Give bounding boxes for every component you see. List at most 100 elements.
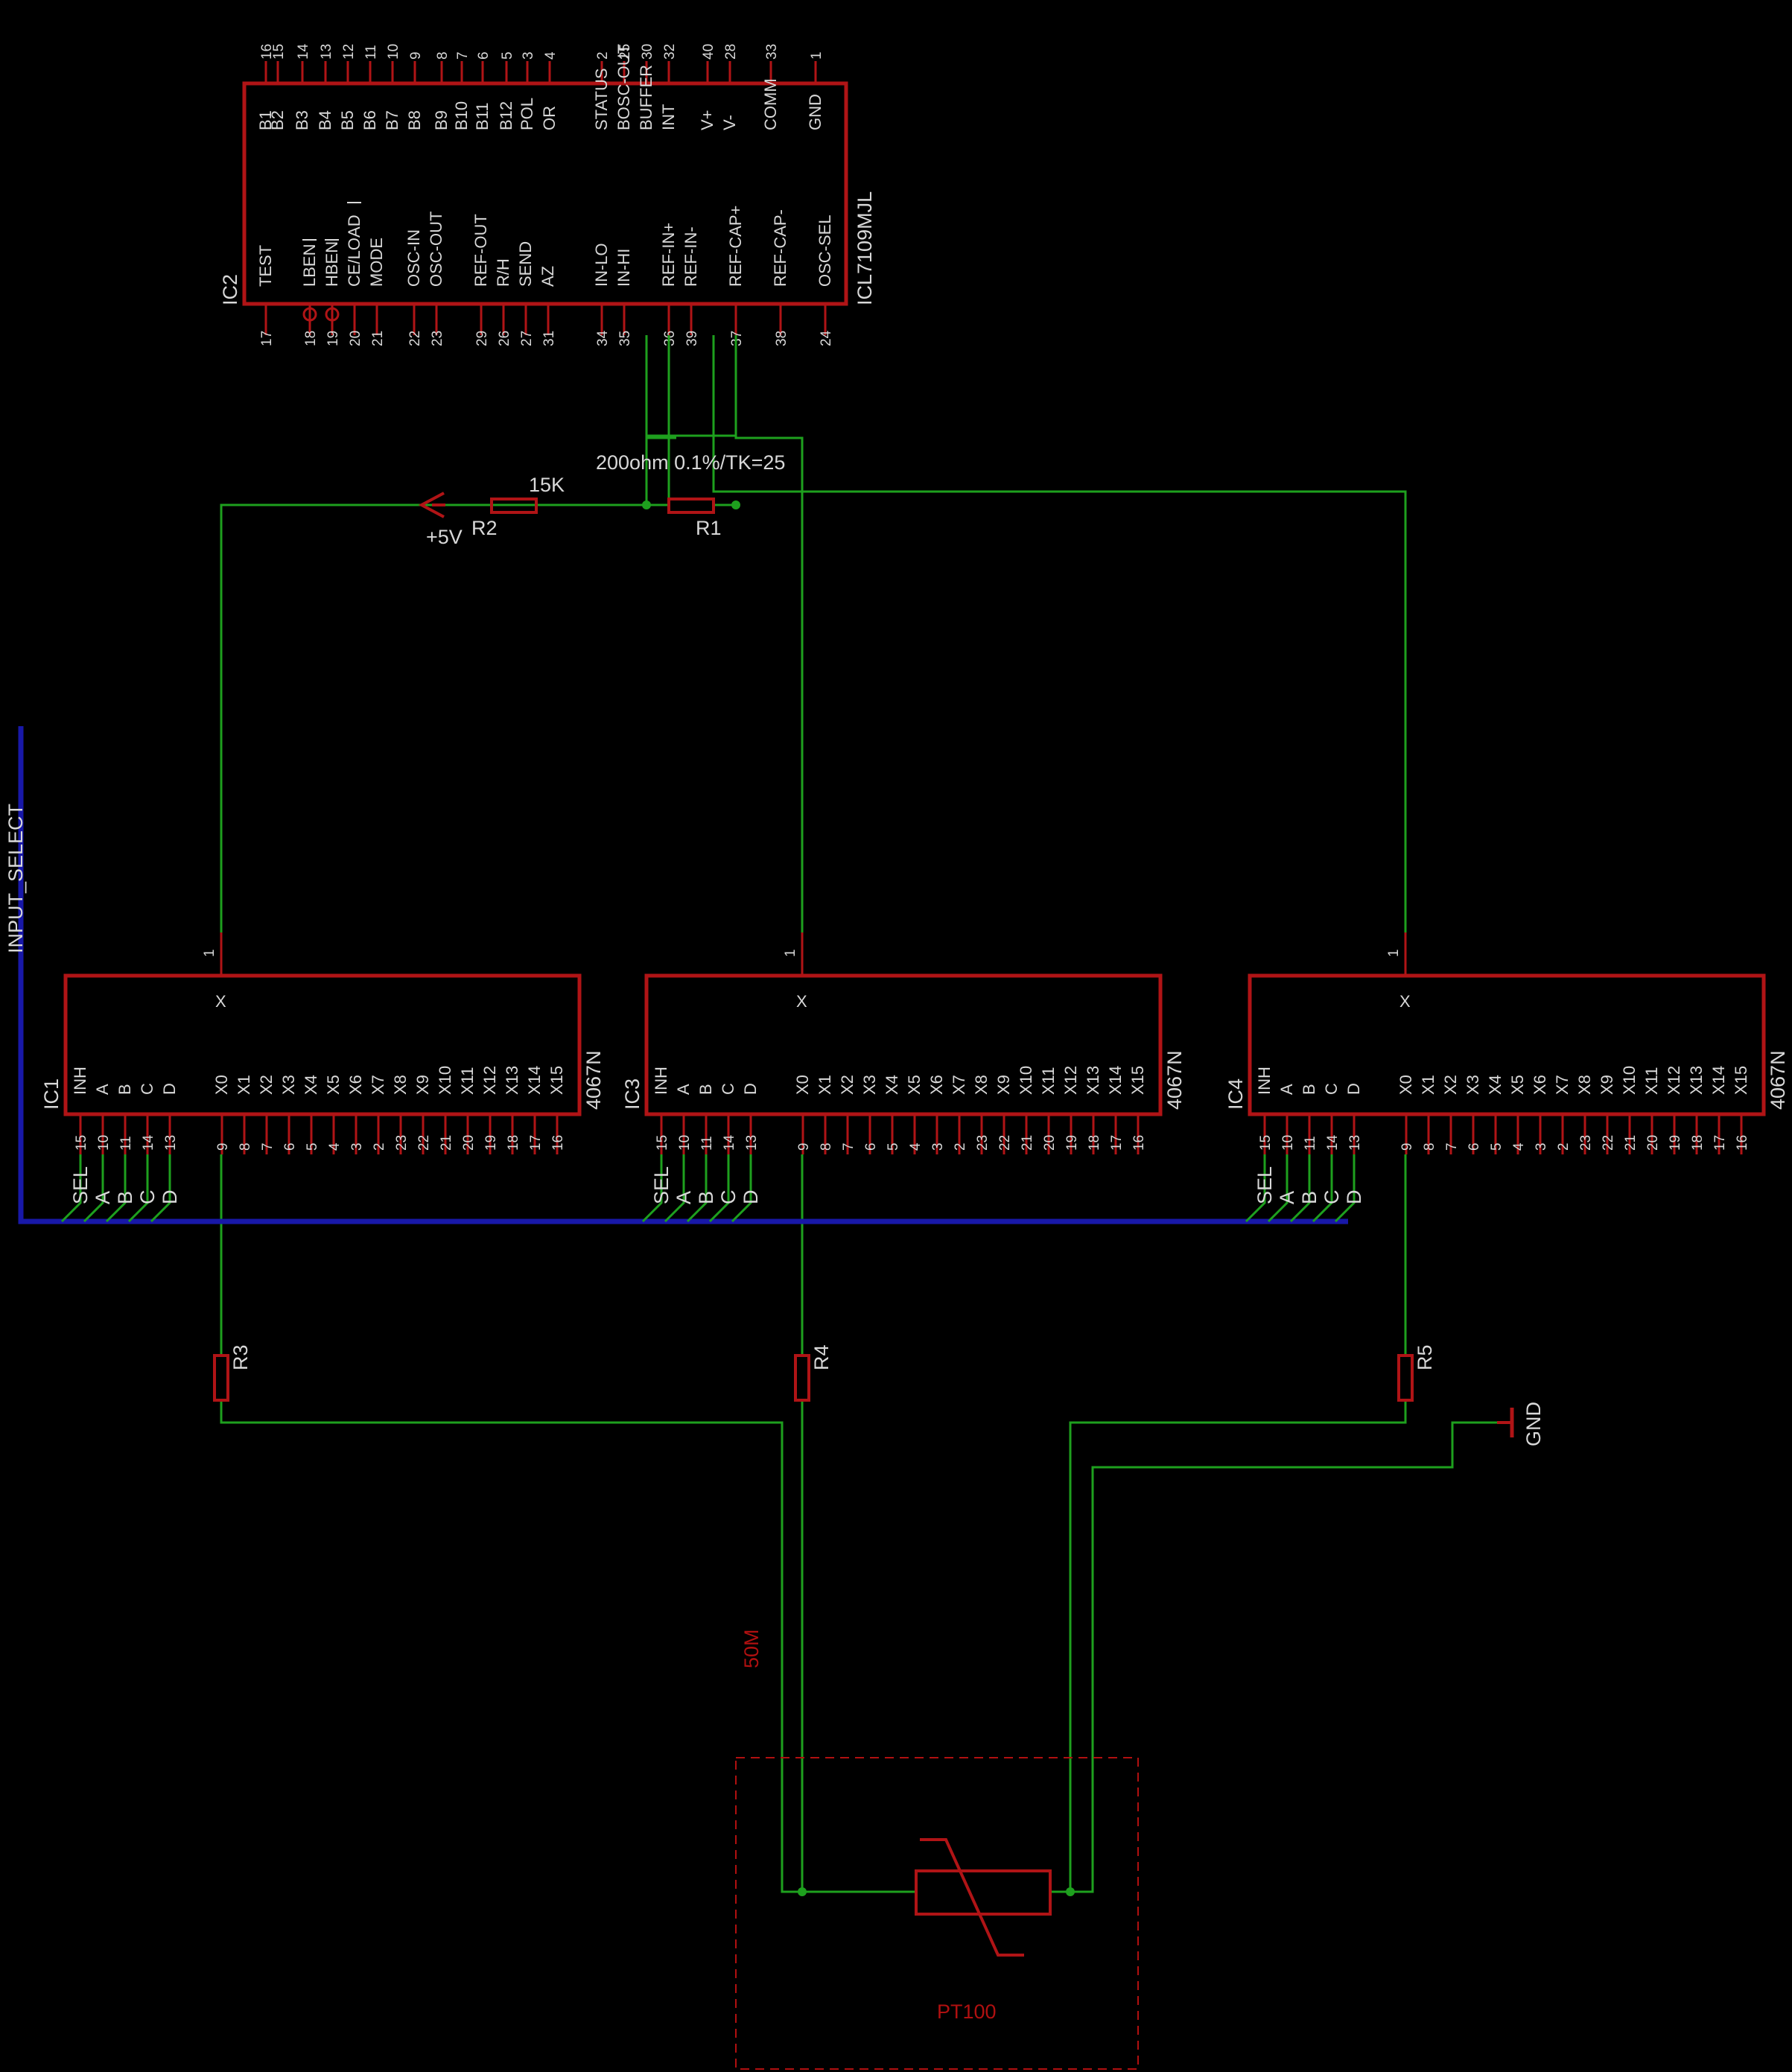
- ic4-bus-label-sel: SEL: [1254, 1166, 1276, 1204]
- ic3-bus-label-d: D: [740, 1190, 762, 1205]
- ic3-pin-23-label: X8: [972, 1075, 991, 1095]
- gnd-supply[interactable]: GND: [1497, 1402, 1545, 1446]
- ic3-pin-22-number: 22: [997, 1135, 1013, 1151]
- ic2-pin-34-number: 34: [595, 330, 611, 346]
- ic2-pin-6-label: B11: [473, 102, 492, 130]
- pt100-sensor[interactable]: PT100 50M: [735, 1629, 1139, 2070]
- ic2-pin-5-number: 5: [500, 51, 515, 60]
- ic2-pin-7-label: B10: [452, 101, 471, 130]
- ic3-pin-9-number: 9: [796, 1143, 812, 1151]
- ic1-pin-2-label: X7: [369, 1075, 387, 1095]
- ic4-pin-13-number: 13: [1347, 1135, 1363, 1151]
- ic4-pin-15-number: 15: [1258, 1135, 1274, 1151]
- ic2-pin-18-number: 18: [303, 331, 319, 346]
- ic2-pin-19-number: 19: [325, 331, 341, 346]
- ic4-pin-5-label: X4: [1486, 1075, 1505, 1095]
- ic3-pin-11-number: 11: [699, 1136, 715, 1151]
- ic3-pin-10-number: 10: [677, 1135, 693, 1151]
- ic4-pin-21-number: 21: [1623, 1135, 1639, 1151]
- ic4-pin-14-number: 14: [1325, 1134, 1341, 1151]
- ic2-pin-40-label: V+: [698, 109, 717, 130]
- r2-resistor[interactable]: 15K R2: [471, 474, 565, 539]
- ic4-pin-16-label: X15: [1732, 1066, 1750, 1095]
- r4-resistor[interactable]: R4: [794, 1344, 833, 1402]
- ic4-pin-17-label: X14: [1709, 1066, 1728, 1095]
- ic2-pin-15-label: B2: [268, 110, 287, 130]
- ic2-pin-7-number: 7: [455, 51, 471, 60]
- ic1-pin-2-number: 2: [372, 1143, 387, 1151]
- vplus-label: +5V: [426, 526, 463, 548]
- ic1-pin-22-label: X9: [413, 1075, 432, 1095]
- ic1-pin-14-number: 14: [141, 1134, 156, 1151]
- ic1-pin-13-label: D: [160, 1083, 179, 1095]
- bus-label: INPUT_SELECT: [4, 804, 27, 953]
- ic4-multiplexer[interactable]: 1X15INH10A11B14C13D9X08X17X26X35X44X53X6…: [1224, 932, 1789, 1223]
- r2-body: [490, 498, 538, 514]
- ic3-bus-label-c: C: [717, 1190, 740, 1205]
- ic2-pin-34-label: IN-LO: [592, 243, 611, 287]
- ic2-pin-32-number: 32: [662, 44, 678, 60]
- ic2-pin-24-label: OSC-SEL: [816, 214, 834, 287]
- ic4-pin-22-number: 22: [1601, 1135, 1616, 1151]
- ic4-bus-tap-a: [1267, 1154, 1289, 1223]
- ic2-component[interactable]: 16B115B214B313B412B511B610B79B88B97B106B…: [219, 43, 876, 346]
- ic3-pin-15-label: INH: [652, 1067, 670, 1095]
- ic4-pin-3-label: X6: [1531, 1075, 1549, 1095]
- ic2-name: IC2: [219, 274, 241, 305]
- ic4-pin-9-label: X0: [1397, 1075, 1415, 1095]
- ic2-pin-18-label: LBEN: [300, 244, 319, 287]
- ic4-pin-21-label: X10: [1620, 1066, 1639, 1095]
- ic2-pin-3-label: POL: [518, 98, 536, 130]
- ic1-bus-tap-a: [83, 1154, 104, 1223]
- ic4-pin-10-number: 10: [1280, 1135, 1296, 1151]
- ic1-pin-18-label: X13: [503, 1066, 521, 1095]
- pt100-value: 50M: [740, 1629, 763, 1668]
- ic2-pin-29-number: 29: [474, 331, 490, 346]
- ic2-pin-13-label: B4: [316, 110, 334, 130]
- ic4-pin-6-label: X3: [1464, 1075, 1482, 1095]
- ic3-bus-tap-b: [686, 1154, 708, 1223]
- r1-resistor[interactable]: 200ohm 0.1%/TK=25 R1: [596, 451, 785, 539]
- ic3-pin-6-label: X3: [860, 1075, 879, 1095]
- ic1-pin-7-label: X2: [257, 1075, 276, 1095]
- ic2-pin-22-label: OSC-IN: [404, 229, 423, 287]
- ic1-pin-20-label: X11: [458, 1067, 477, 1095]
- gnd-label: GND: [1522, 1402, 1545, 1446]
- junction-pt100-left: [798, 1887, 807, 1896]
- r3-name: R3: [229, 1344, 252, 1370]
- ic3-pin-1-number: 1: [783, 949, 798, 957]
- ic2-pin-31-number: 31: [541, 331, 557, 346]
- ic3-multiplexer[interactable]: 1X15INH10A11B14C13D9X08X17X26X35X44X53X6…: [621, 932, 1186, 1223]
- ic2-pin-11-number: 11: [363, 45, 379, 60]
- r5-resistor[interactable]: R5: [1397, 1344, 1436, 1402]
- vplus-supply[interactable]: +5V: [418, 492, 463, 548]
- ic2-pin-37-label: REF-CAP+: [726, 206, 745, 287]
- ic2-pin-25-number: 25: [617, 44, 633, 60]
- ic1-body: [63, 973, 582, 1116]
- ic2-pin-8-number: 8: [435, 51, 451, 60]
- ic1-pin-9-number: 9: [215, 1143, 231, 1151]
- ic2-top-pins: 16B115B214B313B412B511B610B79B88B97B106B…: [256, 43, 824, 130]
- r1-body: [667, 498, 715, 514]
- r3-resistor[interactable]: R3: [213, 1344, 252, 1402]
- ic2-body: [242, 81, 848, 306]
- ic3-name: IC3: [621, 1078, 644, 1110]
- ic4-body: [1248, 973, 1766, 1116]
- ic1-pin-19-number: 19: [483, 1135, 499, 1151]
- ic2-value: ICL7109MJL: [854, 191, 876, 305]
- ic2-pin-10-number: 10: [386, 44, 401, 60]
- ic1-bus-label-c: C: [136, 1190, 159, 1205]
- ic2-pin-30-label: BUFFER: [637, 65, 655, 130]
- ic4-pin-20-label: X11: [1642, 1067, 1661, 1095]
- ic4-pin-18-label: X13: [1687, 1066, 1706, 1095]
- ic4-pin-14-label: C: [1322, 1083, 1341, 1095]
- ic3-pin-9-label: X0: [793, 1075, 812, 1095]
- ic1-pin-19-label: X12: [480, 1066, 499, 1095]
- ic2-pin-16-label: B1: [256, 110, 275, 130]
- input-select-bus[interactable]: INPUT_SELECT: [4, 726, 1348, 1224]
- ic3-pin-21-label: X10: [1017, 1066, 1035, 1095]
- ic1-multiplexer[interactable]: 1X15INH10A11B14C13D9X08X17X26X35X44X53X6…: [40, 932, 605, 1223]
- ic3-pin-4-label: X5: [905, 1075, 924, 1095]
- ic2-pin-1-number: 1: [809, 51, 824, 60]
- ic3-pin-4-number: 4: [908, 1143, 924, 1151]
